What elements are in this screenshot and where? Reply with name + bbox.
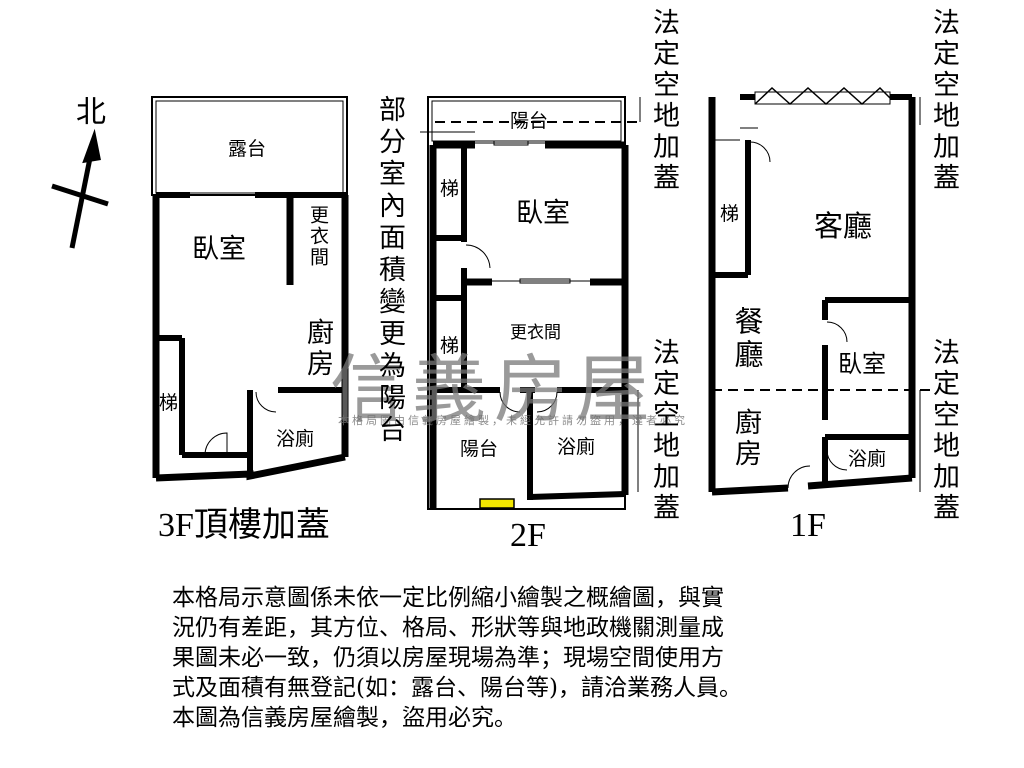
room-2f-closet: 更衣間 [510, 323, 561, 343]
disclaimer-line: 本圖為信義房屋繪製，盜用必究。 [172, 705, 517, 731]
floor-title-1f: 1F [790, 507, 826, 544]
room-3f-terrace: 露台 [228, 138, 267, 160]
disclaimer-line: 果圖未必一致，仍須以房屋現場為準；現場空間使用方 [172, 645, 724, 671]
disclaimer-line: 式及面積有無登記(如：露台、陽台等)，請洽業務人員。 [172, 675, 742, 701]
watermark-brand: 信義房屋 [330, 347, 658, 433]
room-2f-stairs-mid: 梯 [440, 335, 460, 357]
window-yellow [479, 498, 515, 509]
legal-open-1f-top: 法定空地加蓋 [928, 8, 959, 194]
room-1f-stairs: 梯 [720, 203, 740, 225]
room-2f-bathroom: 浴廁 [557, 436, 596, 458]
plan-3f [151, 96, 349, 482]
plan-2f [420, 96, 641, 510]
partial-indoor-note: 部分室內面積變更為陽台 [374, 95, 405, 447]
room-1f-living: 客廳 [814, 209, 873, 243]
room-3f-kitchen: 廚房 [302, 318, 333, 380]
legal-open-1f-bottom: 法定空地加蓋 [928, 338, 959, 524]
room-3f-closet: 更衣間 [307, 205, 329, 268]
legal-open-2f: 法定空地加蓋 [648, 338, 679, 524]
room-2f-balcony-bottom: 陽台 [460, 438, 499, 460]
room-1f-bedroom: 臥室 [838, 350, 886, 378]
room-2f-bedroom: 臥室 [516, 198, 570, 229]
room-3f-bathroom: 浴廁 [276, 428, 315, 450]
compass-arrow [51, 128, 109, 249]
room-3f-bedroom: 臥室 [192, 234, 246, 265]
watermark-notice: 本格局圖由信義房屋繪製，未經允許請勿盜用，違者必究 [338, 414, 688, 427]
compass-north-label: 北 [76, 95, 106, 130]
room-1f-dining: 餐廳 [730, 306, 764, 372]
room-1f-bathroom: 浴廁 [848, 448, 887, 470]
room-1f-kitchen: 廚房 [730, 408, 761, 470]
room-2f-stairs-top: 梯 [440, 178, 460, 200]
disclaimer-line: 況仍有差距，其方位、格局、形狀等與地政機關測量成 [172, 615, 724, 641]
disclaimer-text: 本格局示意圖係未依一定比例縮小繪製之概繪圖，與實 況仍有差距，其方位、格局、形狀… [172, 583, 742, 733]
room-3f-stairs: 梯 [159, 392, 179, 414]
floor-title-2f: 2F [510, 517, 546, 554]
legal-open-top-2f: 法定空地加蓋 [648, 8, 679, 194]
room-2f-balcony-top: 陽台 [510, 110, 549, 132]
disclaimer-line: 本格局示意圖係未依一定比例縮小繪製之概繪圖，與實 [172, 585, 724, 611]
floor-title-3f: 3F頂樓加蓋 [158, 507, 330, 544]
plan-1f [708, 86, 935, 496]
